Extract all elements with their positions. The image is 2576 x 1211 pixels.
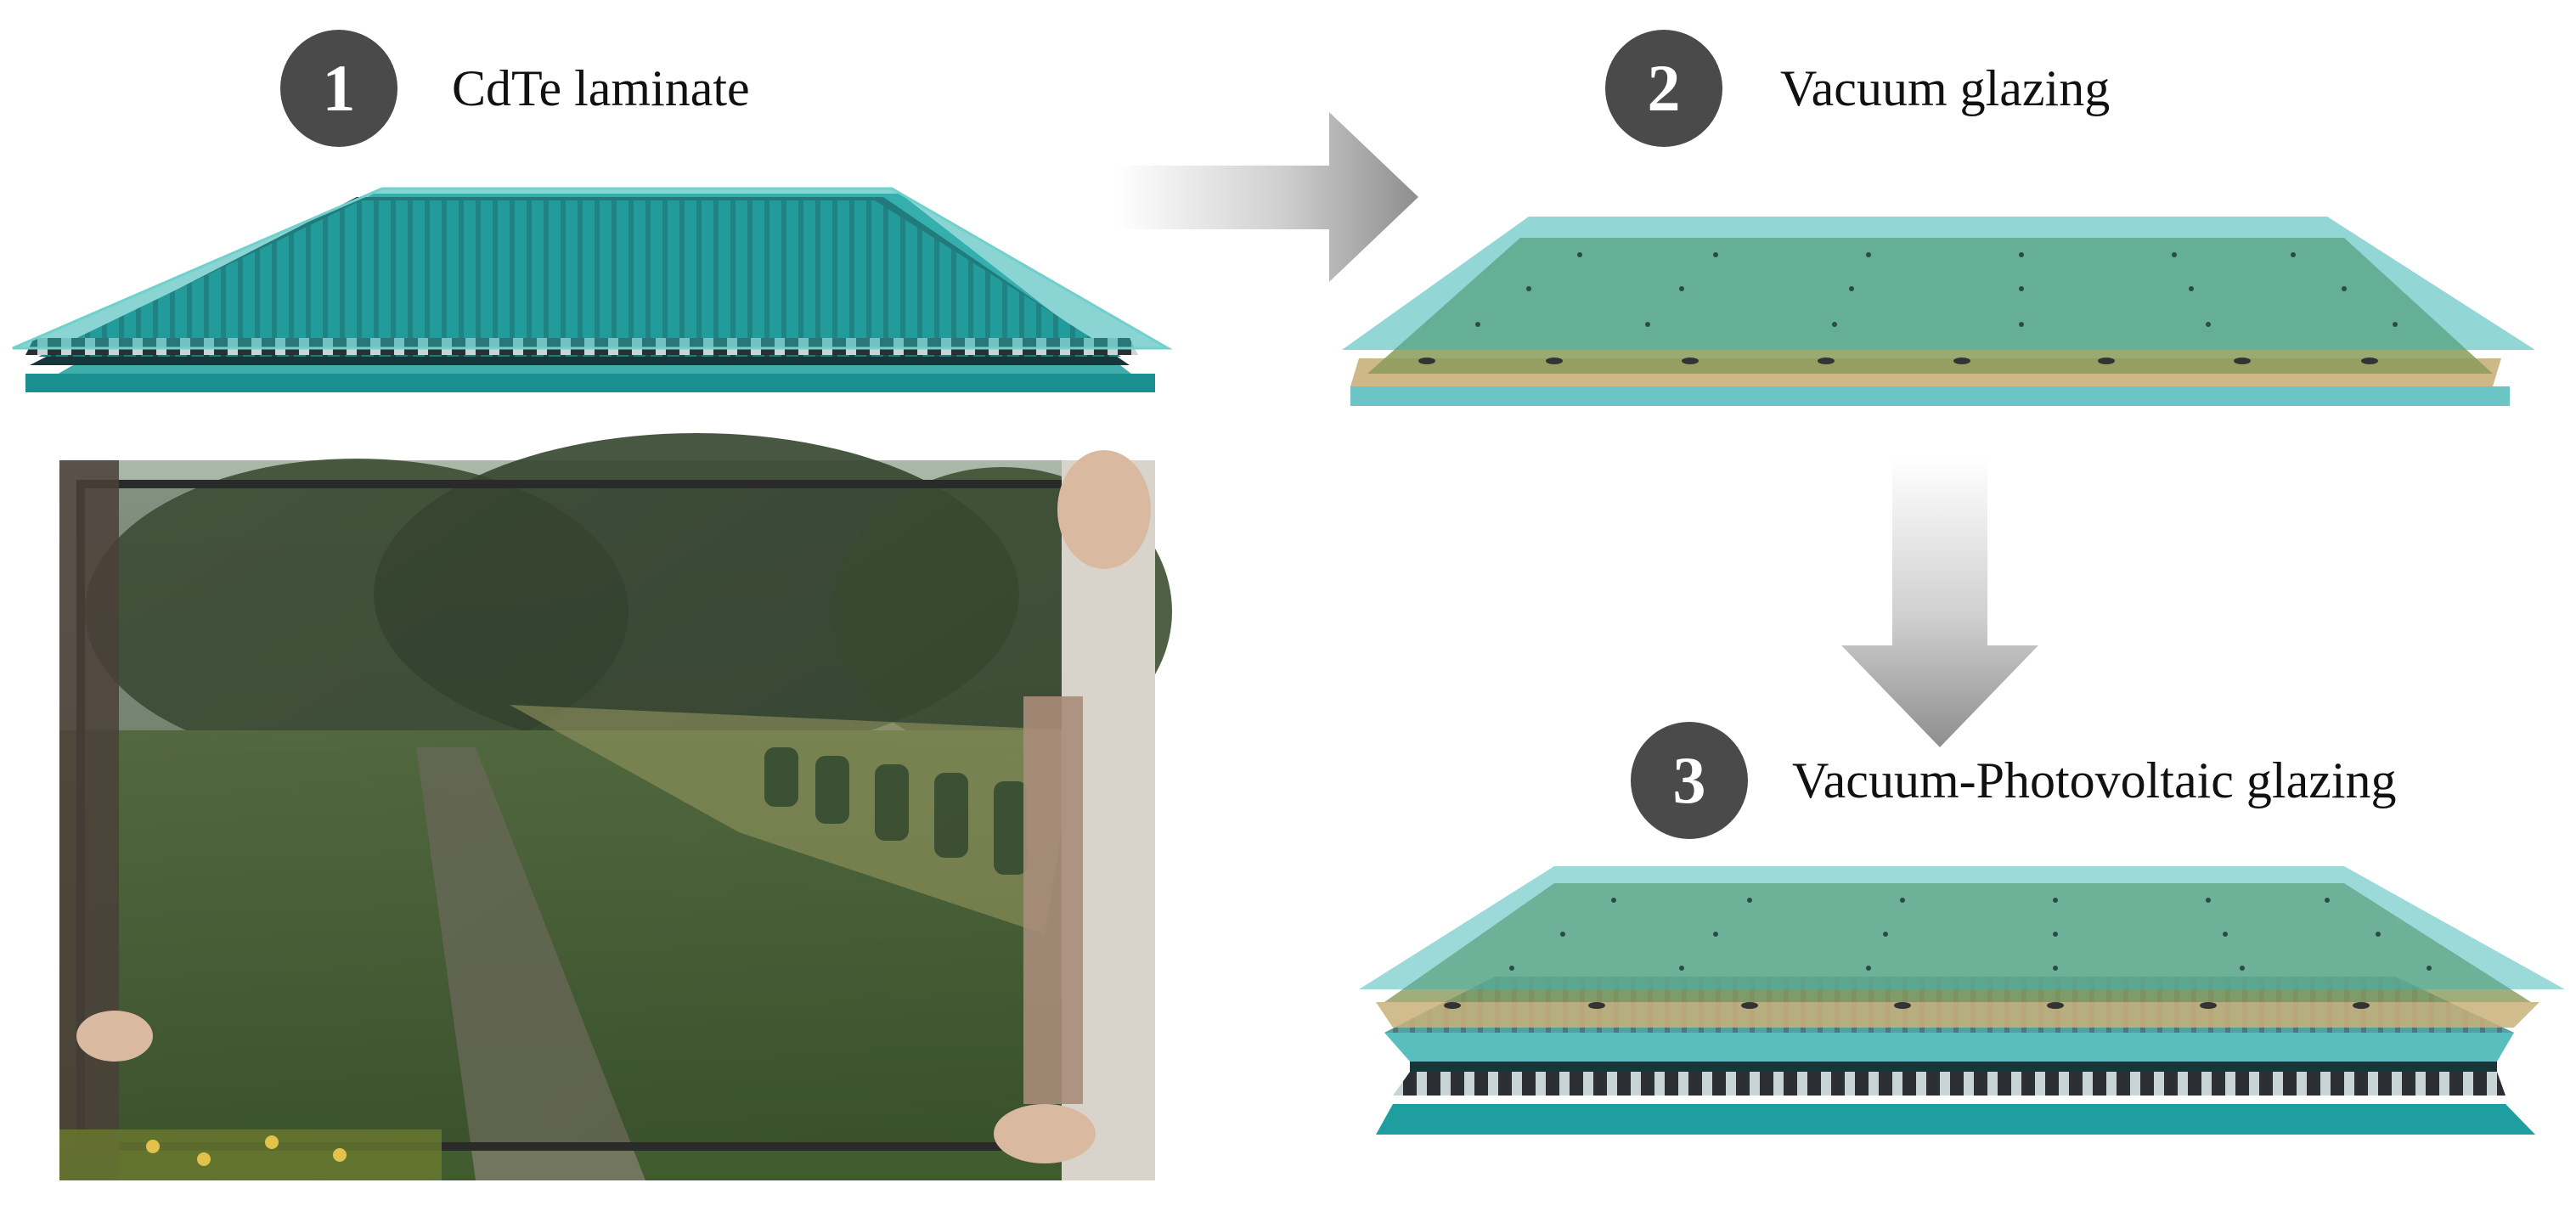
step-1-badge: 1 — [280, 30, 397, 147]
step-3-caption: Vacuum-Photovoltaic glazing — [1792, 752, 2397, 808]
vacuum-pv-glazing-illustration — [1359, 866, 2565, 1135]
step-2-caption: Vacuum glazing — [1780, 59, 2111, 116]
step-1-label: 1 CdTe laminate — [280, 30, 750, 147]
step-3-label: 3 Vacuum-Photovoltaic glazing — [1631, 722, 2397, 839]
arrow-right-icon — [1117, 112, 1418, 282]
prototype-photo — [59, 433, 1172, 1180]
step-2-label: 2 Vacuum glazing — [1605, 30, 2110, 147]
step-2-badge: 2 — [1605, 30, 1722, 147]
step-3-badge: 3 — [1631, 722, 1748, 839]
arrow-down-icon — [1841, 459, 2038, 747]
cdte-laminate-illustration — [12, 187, 1173, 392]
vacuum-glazing-illustration — [1342, 217, 2535, 406]
step-1-caption: CdTe laminate — [452, 59, 750, 116]
